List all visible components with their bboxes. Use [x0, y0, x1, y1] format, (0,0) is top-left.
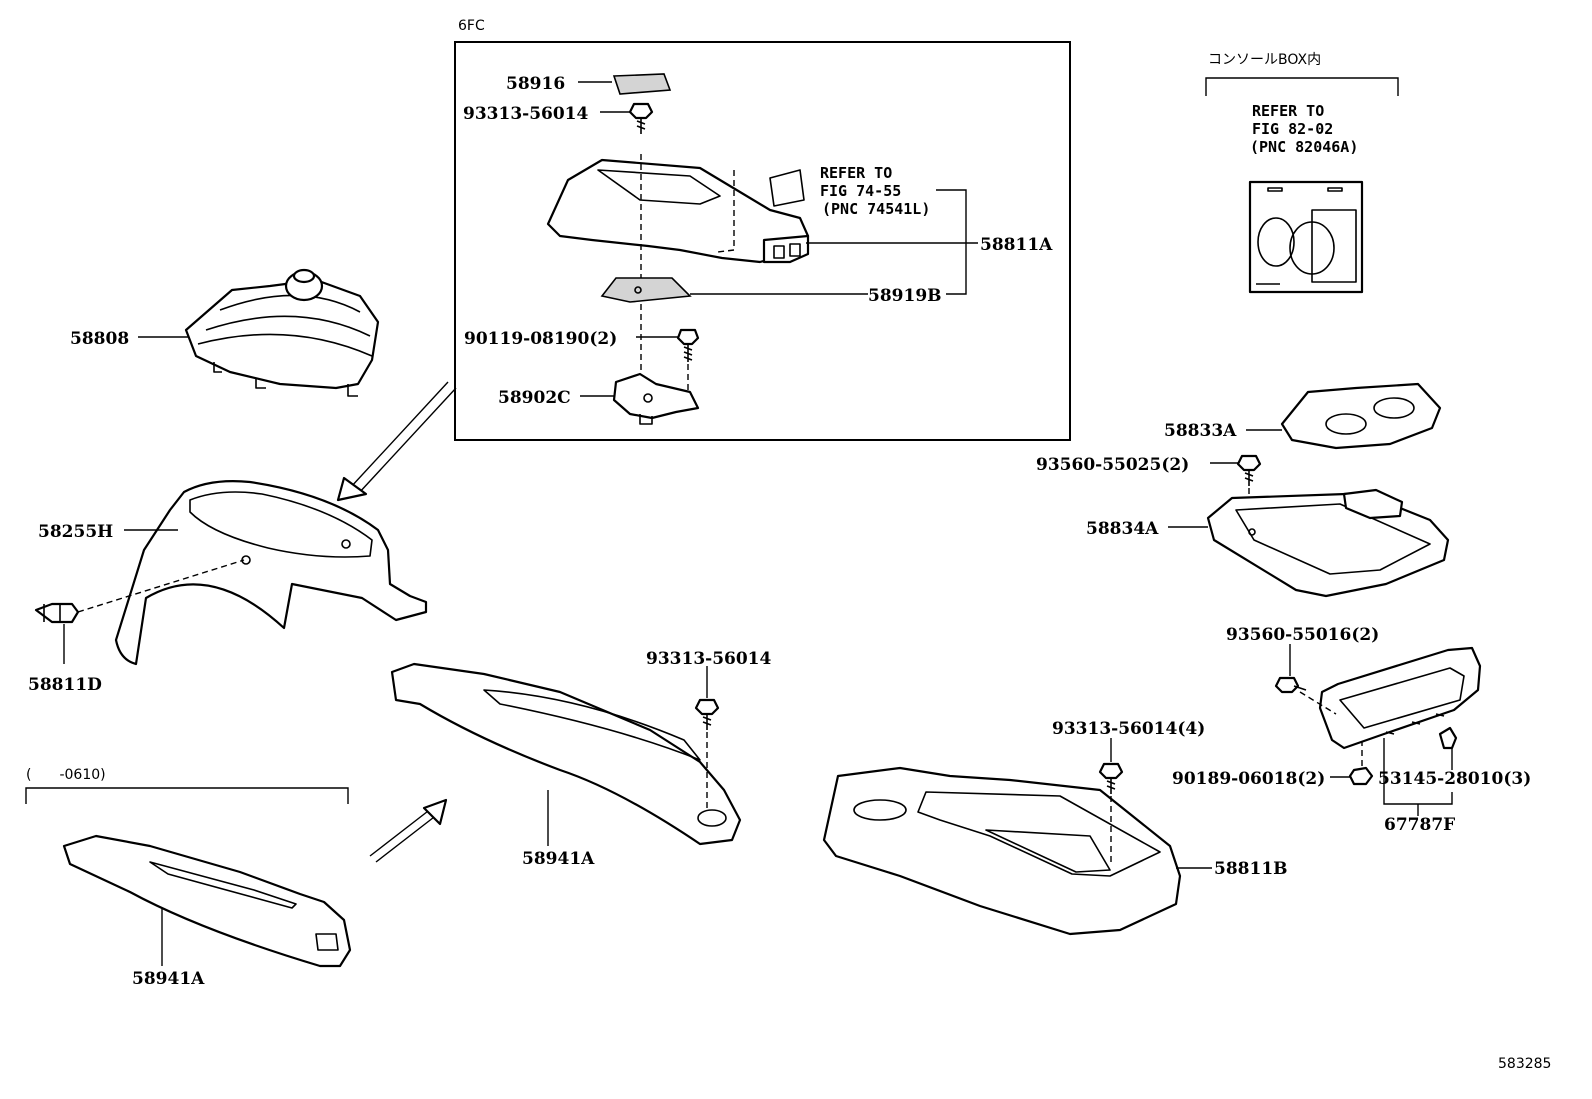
console-box-label-jp: コンソールBOX内: [1208, 52, 1321, 68]
dash-93560-55016: [1299, 691, 1337, 715]
console-box-bracket: [1205, 77, 1399, 96]
label-53145[interactable]: 53145-28010(3): [1378, 769, 1531, 789]
shift-boot-58808: [184, 268, 380, 397]
label-93313-mid[interactable]: 93313-56014: [646, 649, 772, 669]
cover-58941A-middle: [390, 662, 742, 846]
screw-93313-top: [628, 102, 654, 134]
inset-box-code: 6FC: [458, 18, 485, 34]
label-58808[interactable]: 58808: [70, 329, 129, 349]
refer82-line1[interactable]: REFER TO: [1252, 102, 1324, 120]
range-note: ( -0610): [26, 767, 106, 783]
bolt-90119: [676, 328, 700, 362]
screw-93560-55016: [1274, 676, 1307, 694]
label-58916[interactable]: 58916: [506, 74, 565, 94]
manual-kit-82046A: [1248, 180, 1364, 294]
label-93313-4[interactable]: 93313-56014(4): [1052, 719, 1205, 739]
label-58811A[interactable]: 58811A: [980, 235, 1053, 255]
refer82-line3[interactable]: (PNC 82046A): [1250, 138, 1358, 156]
inset-box-frame: [454, 41, 1071, 441]
label-67787F[interactable]: 67787F: [1384, 815, 1455, 835]
arrow-inset-to-58255H: [336, 381, 457, 502]
lid-58833A: [1280, 382, 1442, 450]
label-58811D[interactable]: 58811D: [28, 675, 102, 695]
label-58833A[interactable]: 58833A: [1164, 421, 1237, 441]
plate-58919B: [600, 277, 692, 303]
label-93560-55025[interactable]: 93560-55025(2): [1036, 455, 1189, 475]
plate-hole: [634, 286, 642, 294]
console-box-58811B: [822, 766, 1182, 936]
label-58834A[interactable]: 58834A: [1086, 519, 1159, 539]
label-93560-55016[interactable]: 93560-55016(2): [1226, 625, 1379, 645]
shift-bezel-58255H: [114, 480, 428, 666]
screw-93313-mid: [694, 698, 720, 730]
frame-58834A: [1206, 488, 1450, 598]
refer74-line1[interactable]: REFER TO: [820, 164, 892, 182]
label-93313-top[interactable]: 93313-56014: [463, 104, 589, 124]
label-58919B[interactable]: 58919B: [868, 286, 942, 306]
clip-58811D: [34, 602, 80, 624]
dash-58811D: [77, 559, 245, 613]
label-90189[interactable]: 90189-06018(2): [1172, 769, 1325, 789]
nut-90189: [1348, 766, 1374, 786]
tray-67787F: [1318, 646, 1482, 750]
clip-53145: [1438, 726, 1458, 750]
pad-58916: [612, 73, 672, 95]
diagram-id: 583285: [1498, 1056, 1551, 1072]
refer74-line3[interactable]: (PNC 74541L): [822, 200, 930, 218]
refer74-line2[interactable]: FIG 74-55: [820, 182, 901, 200]
label-58811B[interactable]: 58811B: [1214, 859, 1288, 879]
dash-ref74: [717, 170, 735, 253]
label-58941A-lower[interactable]: 58941A: [132, 969, 205, 989]
refer82-line2[interactable]: FIG 82-02: [1252, 120, 1333, 138]
arrow-lower-to-mid: [369, 798, 448, 863]
label-90119[interactable]: 90119-08190(2): [464, 329, 617, 349]
screw-93560-55025: [1236, 454, 1262, 486]
label-58255H[interactable]: 58255H: [38, 522, 113, 542]
shift-console-58811A: [546, 158, 810, 264]
ref74-plate: [769, 169, 805, 207]
bracket-58902C: [612, 372, 700, 425]
cover-58941A-lower: [62, 834, 352, 968]
screw-93313-4: [1098, 762, 1124, 794]
label-58902C[interactable]: 58902C: [498, 388, 571, 408]
bracket-ref74: [936, 189, 967, 295]
label-58941A-mid[interactable]: 58941A: [522, 849, 595, 869]
range-bracket: [25, 787, 349, 804]
